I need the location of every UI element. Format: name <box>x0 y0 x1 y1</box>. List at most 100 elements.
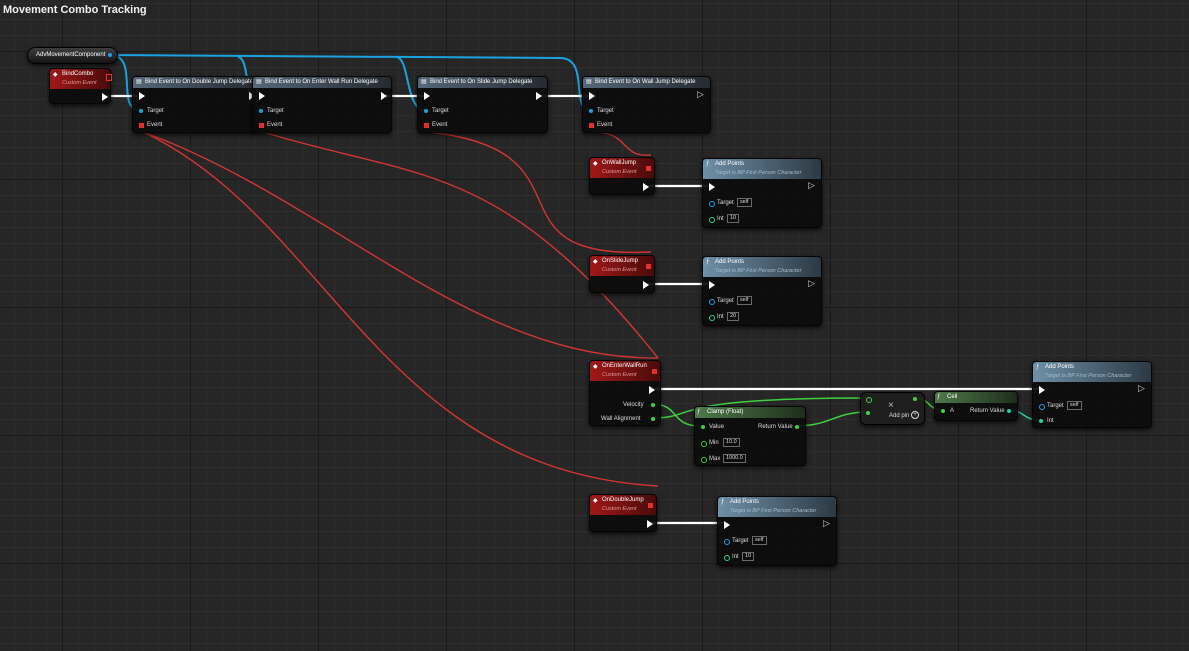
target-pin[interactable] <box>259 109 263 113</box>
adv-movement-component-node[interactable]: AdvMovementComponent <box>27 47 118 64</box>
target-pin[interactable] <box>424 109 428 113</box>
box-icon: ▤ <box>421 79 427 85</box>
wall-alignment-pin[interactable] <box>651 417 655 421</box>
bind-double-jump-node[interactable]: ▤ Bind Event to On Double Jump Delegate … <box>132 76 258 133</box>
add-points-header: ƒ Add Points Target is BP First Person C… <box>703 159 821 179</box>
on-double-jump-event-node[interactable]: ◆ OnDoubleJump Custom Event <box>589 494 657 532</box>
exec-in-pin[interactable] <box>709 281 715 289</box>
exec-in-pin[interactable] <box>139 92 145 100</box>
velocity-pin[interactable] <box>651 403 655 407</box>
delegate-output-pin[interactable] <box>106 74 112 81</box>
event-pin[interactable] <box>259 123 264 128</box>
exec-out-outline-icon[interactable]: ▷ <box>808 278 815 288</box>
multiply-node[interactable]: × Add pin + <box>860 392 925 425</box>
add-pin-label[interactable]: Add pin <box>889 413 910 419</box>
on-wall-jump-event-node[interactable]: ◆ OnWallJump Custom Event <box>589 157 655 195</box>
diamond-icon: ◆ <box>593 498 598 504</box>
exec-out-outline-icon[interactable]: ▷ <box>1138 383 1145 393</box>
delegate-pin[interactable] <box>646 264 651 269</box>
ceil-node[interactable]: ƒ Ceil A Return Value <box>934 391 1018 421</box>
bind-double-jump-title: Bind Event to On Double Jump Delegate <box>145 79 254 85</box>
event-pin[interactable] <box>589 123 594 128</box>
int-value-input[interactable]: 10 <box>727 214 740 223</box>
int-value-input[interactable]: 20 <box>727 312 740 321</box>
exec-out-pin[interactable] <box>647 520 653 528</box>
bind-combo-event-node[interactable]: ◆ BindCombo Custom Event <box>49 68 112 104</box>
exec-out-outline-icon[interactable]: ▷ <box>823 518 830 528</box>
bind-wall-jump-node[interactable]: ▤ Bind Event to On Wall Jump Delegate ▷ … <box>582 76 711 133</box>
on-enter-wall-run-event-node[interactable]: ◆ OnEnterWallRun Custom Event Velocity W… <box>589 360 661 426</box>
exec-out-pin[interactable] <box>643 281 649 289</box>
ceil-a-pin[interactable] <box>941 409 945 413</box>
delegate-pin[interactable] <box>648 503 653 508</box>
bind-slide-jump-node[interactable]: ▤ Bind Event to On Slide Jump Delegate T… <box>417 76 548 133</box>
clamp-return-pin[interactable] <box>795 425 799 429</box>
target-pin[interactable] <box>709 299 715 305</box>
target-pin[interactable] <box>1039 404 1045 410</box>
add-points-node-wall-run[interactable]: ƒ Add Points Target is BP First Person C… <box>1032 361 1152 428</box>
target-pin[interactable] <box>589 109 593 113</box>
exec-out-pin[interactable] <box>536 92 542 100</box>
int-pin[interactable] <box>709 217 715 223</box>
wire-delegate <box>142 131 659 487</box>
bind-combo-exec-out[interactable] <box>102 93 108 101</box>
clamp-value-pin[interactable] <box>701 425 705 429</box>
target-value[interactable]: self <box>737 198 752 207</box>
multiply-input-b-pin[interactable] <box>866 411 870 415</box>
on-slide-jump-event-node[interactable]: ◆ OnSlideJump Custom Event <box>589 255 655 293</box>
target-value[interactable]: self <box>1067 401 1082 410</box>
int-label: Int <box>717 314 724 320</box>
component-output-pin[interactable] <box>108 53 112 57</box>
add-points-title: Add Points <box>1045 364 1075 370</box>
target-pin[interactable] <box>724 539 730 545</box>
on-wall-jump-header: ◆ OnWallJump Custom Event <box>590 158 654 178</box>
target-label: Target <box>717 298 734 304</box>
add-pin-icon[interactable]: + <box>911 411 919 419</box>
exec-in-pin[interactable] <box>724 521 730 529</box>
target-value[interactable]: self <box>752 536 767 545</box>
target-value[interactable]: self <box>737 296 752 305</box>
target-pin[interactable] <box>139 109 143 113</box>
clamp-value-label: Value <box>709 424 724 430</box>
ceil-return-pin[interactable] <box>1007 409 1011 413</box>
event-pin[interactable] <box>139 123 144 128</box>
delegate-pin[interactable] <box>652 369 657 374</box>
delegate-pin[interactable] <box>646 166 651 171</box>
add-points-node-double-jump[interactable]: ƒ Add Points Target is BP First Person C… <box>717 496 837 566</box>
exec-in-pin[interactable] <box>259 92 265 100</box>
exec-in-pin[interactable] <box>709 183 715 191</box>
clamp-min-input[interactable]: 10.0 <box>723 438 740 447</box>
add-points-subtitle: Target is BP First Person Character <box>715 268 802 274</box>
exec-in-pin[interactable] <box>589 92 595 100</box>
clamp-min-pin[interactable] <box>701 441 707 447</box>
on-enter-wall-run-title: OnEnterWallRun <box>602 363 647 369</box>
exec-out-pin[interactable] <box>643 183 649 191</box>
add-points-node-slide-jump[interactable]: ƒ Add Points Target is BP First Person C… <box>702 256 822 326</box>
int-pin[interactable] <box>1039 419 1043 423</box>
exec-out-pin[interactable] <box>381 92 387 100</box>
exec-in-pin[interactable] <box>424 92 430 100</box>
exec-out-pin[interactable] <box>649 386 655 394</box>
clamp-float-node[interactable]: ƒ Clamp (Float) Value Return Value Min 1… <box>694 406 806 466</box>
on-slide-jump-header: ◆ OnSlideJump Custom Event <box>590 256 654 276</box>
int-value-input[interactable]: 10 <box>742 552 755 561</box>
multiply-input-a-pin[interactable] <box>866 397 872 403</box>
multiply-output-pin[interactable] <box>913 397 917 401</box>
bind-enter-wall-run-node[interactable]: ▤ Bind Event to On Enter Wall Run Delega… <box>252 76 392 133</box>
on-enter-wall-run-header: ◆ OnEnterWallRun Custom Event <box>590 361 660 381</box>
ceil-return-label: Return Value <box>970 408 1005 414</box>
clamp-max-label: Max <box>709 456 721 462</box>
event-pin[interactable] <box>424 123 429 128</box>
on-double-jump-subtitle: Custom Event <box>602 506 637 512</box>
clamp-max-pin[interactable] <box>701 457 707 463</box>
exec-out-outline-icon[interactable]: ▷ <box>808 180 815 190</box>
on-slide-jump-title: OnSlideJump <box>602 258 639 264</box>
int-pin[interactable] <box>724 555 730 561</box>
bind-enter-wall-run-header: ▤ Bind Event to On Enter Wall Run Delega… <box>253 77 391 88</box>
exec-in-pin[interactable] <box>1039 386 1045 394</box>
exec-out-outline-icon[interactable]: ▷ <box>697 89 704 99</box>
clamp-max-input[interactable]: 1000.0 <box>723 454 746 463</box>
target-pin[interactable] <box>709 201 715 207</box>
int-pin[interactable] <box>709 315 715 321</box>
add-points-node-wall-jump[interactable]: ƒ Add Points Target is BP First Person C… <box>702 158 822 228</box>
